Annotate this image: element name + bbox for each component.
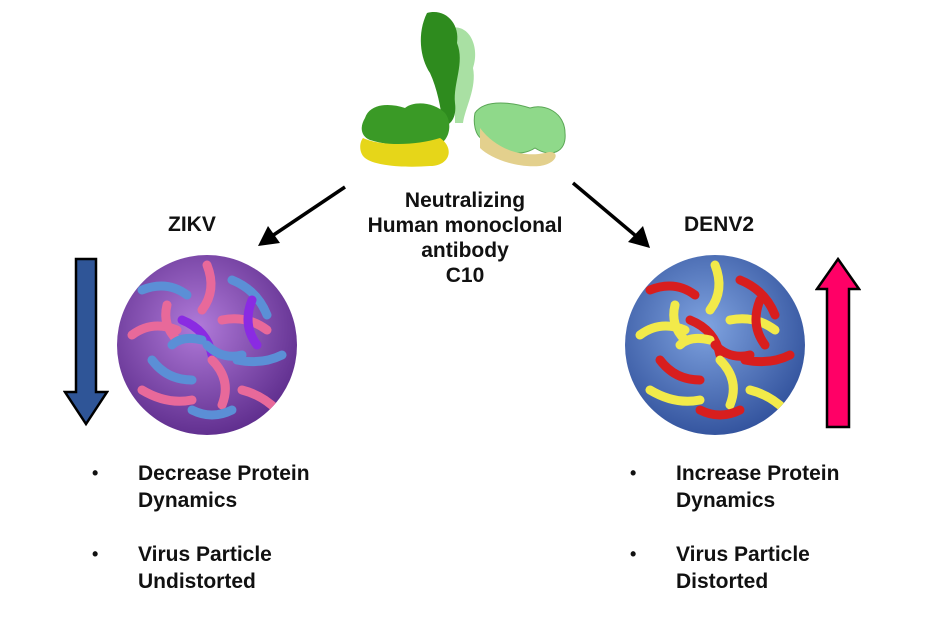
antibody-label-line-2: Human monoclonal [367,214,563,237]
zikv-effect-2-line-2: Undistorted [138,570,256,593]
arrow-up-icon [815,256,861,430]
denv2-effect-item: • Virus Particle Distorted [630,541,910,595]
denv2-effects-list: • Increase Protein Dynamics • Virus Part… [630,460,910,622]
bullet-icon: • [92,544,99,564]
antibody-label-line-3: antibody [421,239,509,262]
denv2-effect-2-line-2: Distorted [676,570,769,593]
zikv-effect-item: • Decrease Protein Dynamics [92,460,352,514]
antibody-label-line-1: Neutralizing [404,189,526,212]
denv2-effect-item: • Increase Protein Dynamics [630,460,910,514]
arrow-down-icon [63,257,109,427]
zikv-virus-particle [112,250,302,440]
denv2-virus-particle [620,250,810,440]
denv2-title: DENV2 [684,213,755,236]
antibody-label: Neutralizing Human monoclonal antibody C… [330,188,600,288]
bullet-icon: • [92,463,99,483]
zikv-effect-item: • Virus Particle Undistorted [92,541,352,595]
bullet-icon: • [630,463,637,483]
zikv-effect-1-line-2: Dynamics [138,489,238,512]
zikv-effects-list: • Decrease Protein Dynamics • Virus Part… [92,460,352,622]
zikv-effect-2-line-1: Virus Particle [138,543,272,566]
denv2-effect-1-line-1: Increase Protein [676,462,840,485]
antibody-label-line-4: C10 [445,264,485,287]
denv2-effect-1-line-2: Dynamics [676,489,776,512]
zikv-title: ZIKV [168,213,216,236]
bullet-icon: • [630,544,637,564]
zikv-effect-1-line-1: Decrease Protein [138,462,310,485]
antibody-structure [355,8,585,168]
denv2-effect-2-line-1: Virus Particle [676,543,810,566]
